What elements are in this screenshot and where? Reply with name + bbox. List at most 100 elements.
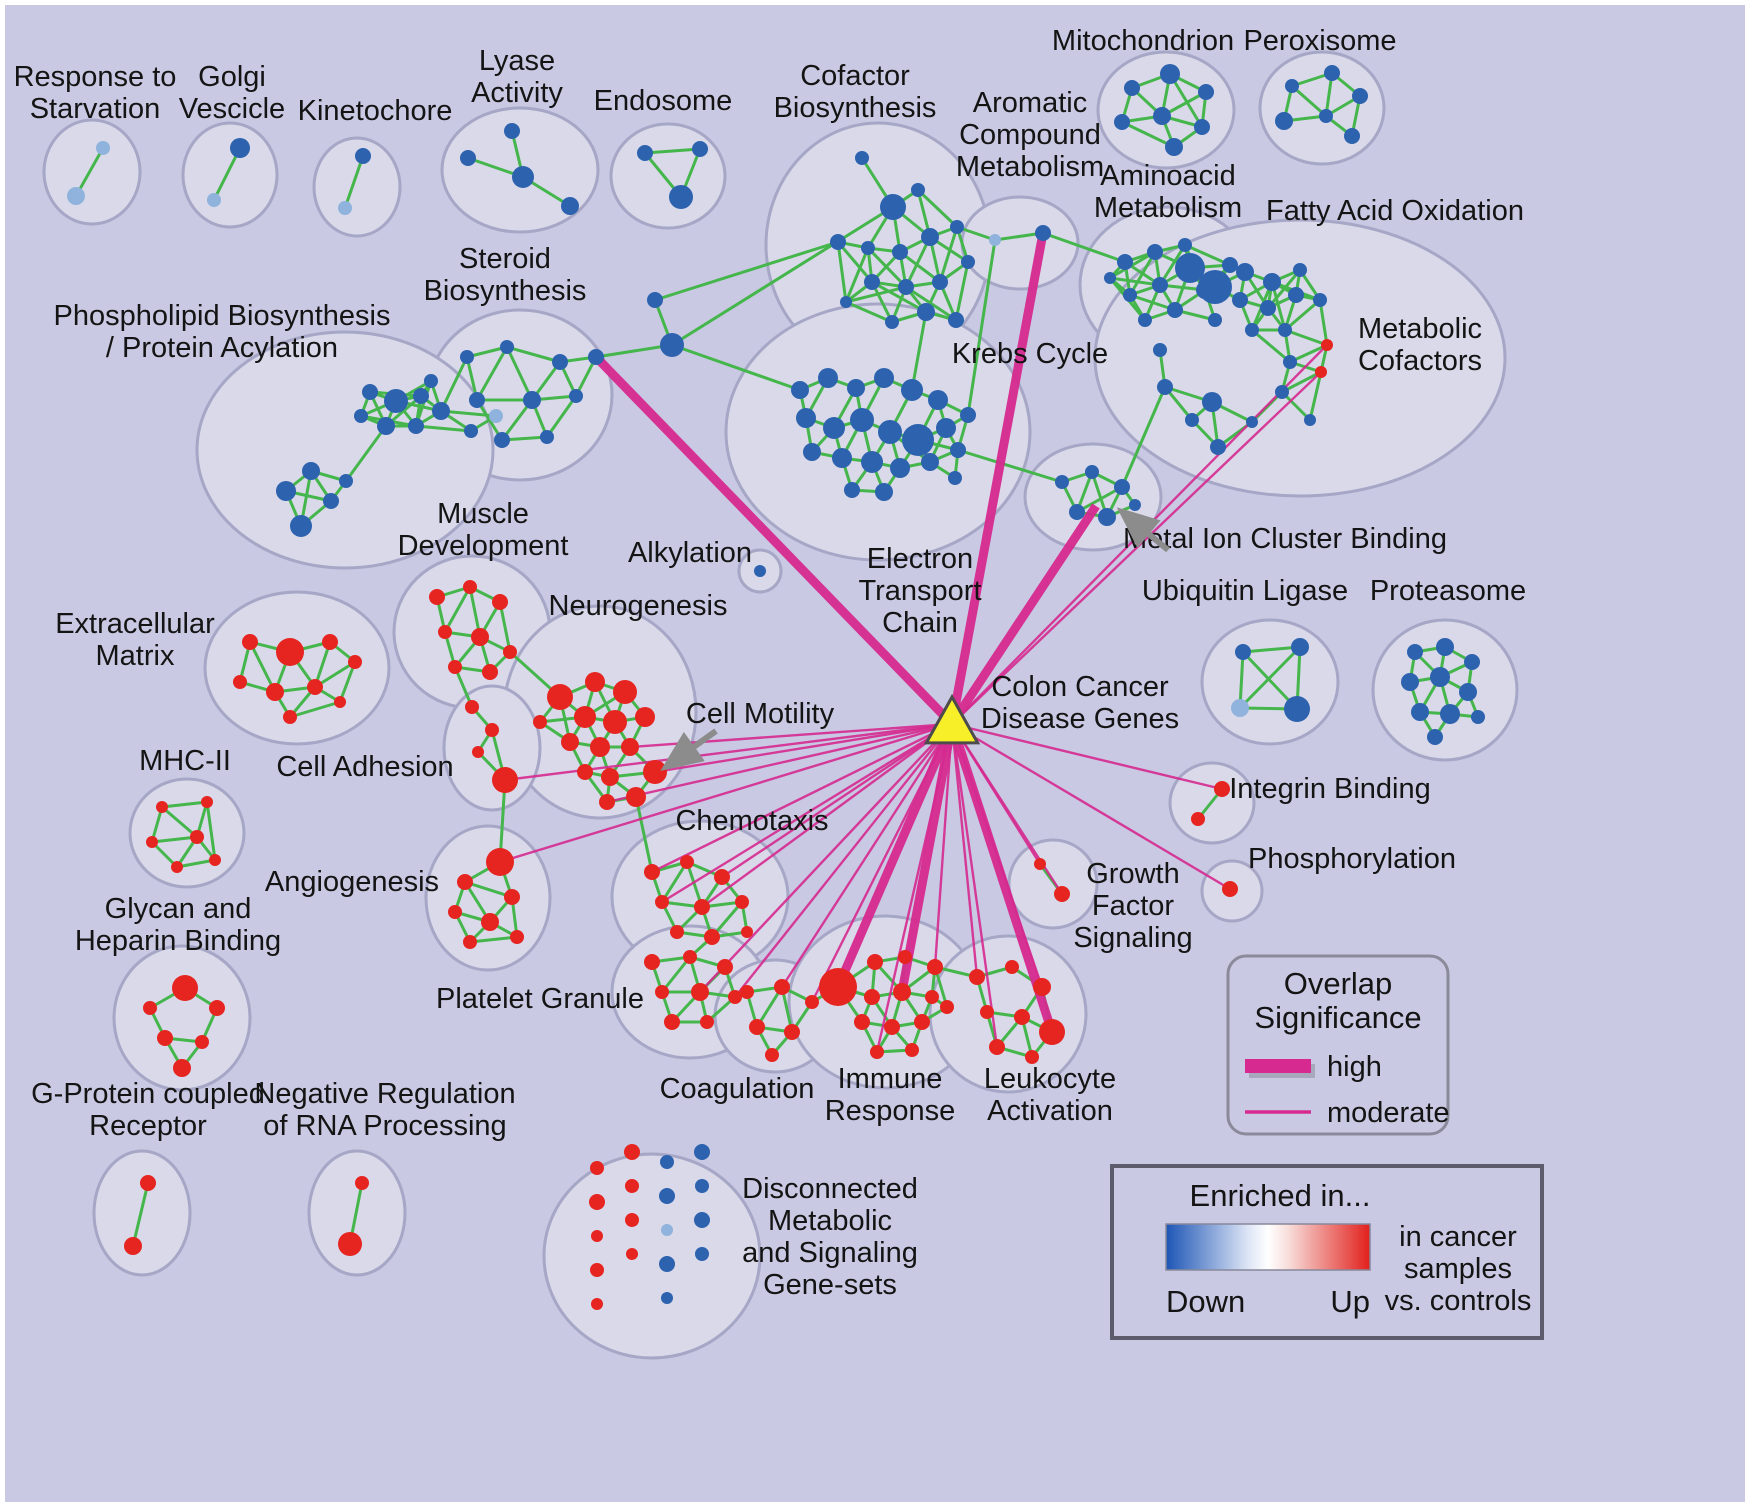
gene-set-node xyxy=(870,1045,884,1059)
gene-set-node xyxy=(659,1256,675,1272)
legend-side-line1: in cancer xyxy=(1399,1221,1517,1253)
legend-enriched-box xyxy=(1110,1164,1544,1340)
gene-set-node xyxy=(485,723,499,737)
gene-set-node xyxy=(307,679,323,695)
cluster-label-fatty-acid-oxidation: Fatty Acid Oxidation xyxy=(1266,195,1524,227)
cluster-label-metal-ion-cluster-binding: Metal Ion Cluster Binding xyxy=(1123,523,1447,555)
cluster-label-integrin-binding: Integrin Binding xyxy=(1229,773,1431,805)
gene-set-node xyxy=(1114,114,1130,130)
gene-set-node xyxy=(694,899,710,915)
gene-set-node xyxy=(917,303,935,321)
gene-set-node xyxy=(464,424,478,438)
gene-set-node xyxy=(590,1161,604,1175)
gene-set-node xyxy=(481,913,499,931)
gene-set-node xyxy=(692,141,708,157)
gene-set-node xyxy=(1246,416,1258,428)
cluster-ellipse-angiogenesis xyxy=(424,824,552,972)
gene-set-node xyxy=(512,166,534,188)
legend-up-label: Up xyxy=(1330,1284,1370,1319)
gene-set-node xyxy=(892,244,908,260)
network-edge xyxy=(994,231,1044,242)
gene-set-node xyxy=(1459,683,1477,701)
network-edge xyxy=(845,300,893,324)
gene-set-node xyxy=(660,333,684,357)
gene-set-node xyxy=(1123,288,1137,302)
gene-set-node xyxy=(867,954,883,970)
legend-side-line3: vs. controls xyxy=(1385,1285,1532,1317)
gene-set-node xyxy=(1411,703,1429,721)
gene-set-node xyxy=(1194,119,1210,135)
gene-set-node xyxy=(1236,263,1254,281)
gene-set-node xyxy=(1165,138,1183,156)
gene-set-node xyxy=(644,954,660,970)
gene-set-node xyxy=(1440,704,1460,724)
gene-set-node xyxy=(1167,302,1183,318)
cluster-label-mitochondrion: Mitochondrion xyxy=(1052,25,1234,57)
gene-set-node xyxy=(504,889,520,905)
gene-set-node xyxy=(463,580,477,594)
gene-set-node xyxy=(172,975,198,1001)
network-edge xyxy=(644,147,701,155)
annotation-arrow xyxy=(1116,507,1170,553)
gene-set-node xyxy=(547,684,573,710)
gene-set-node xyxy=(765,1048,779,1062)
cluster-ellipse-endosome xyxy=(609,122,727,230)
legend-side-line2: samples xyxy=(1404,1253,1512,1285)
overlap-link-moderate xyxy=(699,723,953,993)
gene-set-node xyxy=(1124,80,1140,96)
network-edge xyxy=(845,285,907,304)
network-edge xyxy=(289,700,341,719)
legend-overlap-box xyxy=(1226,954,1450,1136)
gene-set-node xyxy=(1035,225,1051,241)
overlap-link-moderate xyxy=(951,722,1231,891)
gene-set-node xyxy=(1260,300,1276,316)
overlap-link-moderate xyxy=(950,723,999,1048)
gene-set-node xyxy=(905,1043,919,1057)
cluster-label-cell-adhesion: Cell Adhesion xyxy=(276,751,453,783)
network-edge xyxy=(343,155,365,209)
gene-set-node xyxy=(1235,644,1251,660)
legend-overlap-title-line2: Significance xyxy=(1254,1000,1421,1035)
gene-set-node xyxy=(1055,475,1069,489)
cluster-label-platelet-granule: Platelet Granule xyxy=(436,983,644,1015)
gene-set-node xyxy=(960,407,976,423)
legend-enriched: Enriched in... Down Up in cancer samples… xyxy=(1110,1164,1544,1340)
gene-set-node xyxy=(266,683,284,701)
gene-set-node xyxy=(1464,654,1480,670)
gene-set-node xyxy=(603,710,627,734)
cluster-label-peroxisome: Peroxisome xyxy=(1243,25,1396,57)
gene-set-node xyxy=(741,926,753,938)
gene-set-node xyxy=(655,985,669,999)
cluster-ellipse-mhc-ii xyxy=(128,777,246,889)
network-cross-edge xyxy=(957,448,1063,484)
gene-set-node xyxy=(624,1144,640,1160)
gene-set-node xyxy=(472,746,484,758)
network-edge xyxy=(150,806,164,843)
gene-set-node xyxy=(613,680,637,704)
network-cross-edge xyxy=(1120,386,1167,488)
gene-set-node xyxy=(448,660,462,674)
gene-set-node xyxy=(819,968,857,1006)
gene-set-node xyxy=(1034,858,1046,870)
gene-set-node xyxy=(471,628,489,646)
overlap-link-moderate xyxy=(651,722,953,874)
network-edge xyxy=(1242,645,1301,654)
gene-set-node xyxy=(864,274,880,290)
hub-layer xyxy=(923,693,981,745)
gene-set-node xyxy=(661,1224,673,1236)
gene-set-node xyxy=(143,1001,157,1015)
cluster-ellipse-extracellular-matrix xyxy=(203,590,391,746)
network-cross-edge xyxy=(634,796,654,873)
network-cross-edge xyxy=(966,239,997,416)
gene-set-node xyxy=(898,279,914,295)
gene-set-node xyxy=(680,855,694,869)
gene-set-node xyxy=(1152,277,1168,293)
